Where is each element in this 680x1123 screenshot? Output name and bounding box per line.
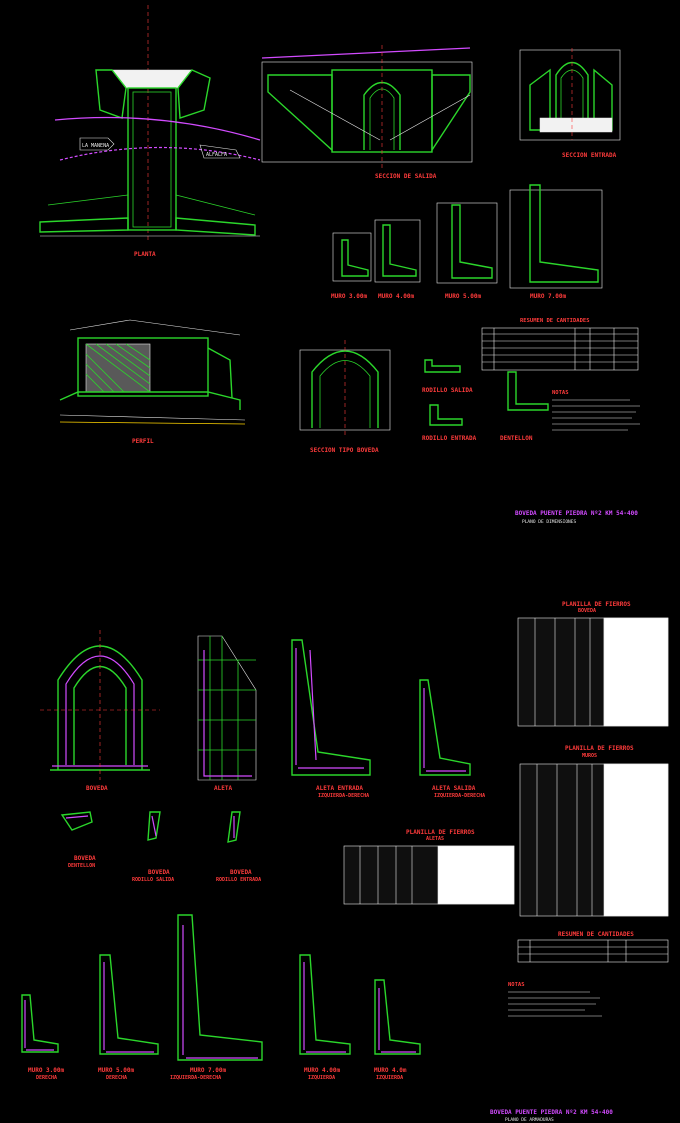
- sheet1-subtitle: PLANO DE DIMENSIONES: [522, 519, 576, 525]
- boveda-dentellon-sub: DENTELLON: [68, 863, 95, 869]
- planilla-boveda-sub: BOVEDA: [578, 608, 596, 614]
- boveda-details: [60, 811, 241, 843]
- aleta-salida-sub: IZQUIERDA-DERECHA: [434, 793, 485, 799]
- planilla-muros-table: [519, 763, 669, 917]
- boveda-rodillo-entrada-label: BOVEDA: [230, 869, 252, 876]
- perfil-view: [59, 319, 246, 425]
- alfalfa-label: ALFALFA: [206, 152, 227, 158]
- notas-label-2: NOTAS: [508, 982, 525, 988]
- seccion-entrada-view: [519, 48, 621, 141]
- muro-4b-arm-label: MURO 4.0m: [374, 1067, 407, 1074]
- muro-4-label: MURO 4.00m: [378, 293, 415, 300]
- boveda-label: BOVEDA: [86, 785, 108, 792]
- muro-4-arm-label: MURO 4.00m: [304, 1067, 341, 1074]
- aleta-armadura-view: [197, 635, 257, 781]
- aleta-salida-view: [419, 679, 471, 776]
- la-manena-label: LA MANENA: [82, 143, 109, 149]
- notas-label-1: NOTAS: [552, 390, 569, 396]
- notas-lines-1: [552, 399, 640, 431]
- muro-3-arm-sub: DERECHA: [36, 1075, 57, 1081]
- muro-5-label: MURO 5.00m: [445, 293, 482, 300]
- muro-3-label: MURO 3.00m: [331, 293, 368, 300]
- muro-7-arm-label: MURO 7.00m: [190, 1067, 227, 1074]
- resumen-label-2: RESUMEN DE CANTIDADES: [558, 931, 634, 938]
- sheet2-title: BOVEDA PUENTE PIEDRA Nº2 KM 54-400: [490, 1109, 613, 1116]
- planta-view: [39, 5, 261, 240]
- dentellon-label: DENTELLON: [500, 435, 533, 442]
- boveda-rodillo-entrada-sub: RODILLO ENTRADA: [216, 877, 261, 883]
- resumen-table-2: [517, 939, 669, 963]
- muro-4-arm-sub: IZQUIERDA: [308, 1075, 335, 1081]
- seccion-tipo-label: SECCION TIPO BOVEDA: [310, 447, 379, 454]
- rodillos-views: [424, 359, 549, 426]
- aleta-salida-label: ALETA SALIDA: [432, 785, 476, 792]
- resumen-label-1: RESUMEN DE CANTIDADES: [520, 318, 590, 324]
- seccion-salida-view: [261, 45, 473, 170]
- sheet2-subtitle: PLANO DE ARMADURAS: [505, 1117, 554, 1123]
- boveda-rodillo-salida-sub: RODILLO SALIDA: [132, 877, 174, 883]
- boveda-dentellon-label: BOVEDA: [74, 855, 96, 862]
- muro-7-label: MURO 7.00m: [530, 293, 567, 300]
- muro-4b-arm-sub: IZQUIERDA: [376, 1075, 403, 1081]
- boveda-armadura-view: [40, 630, 160, 780]
- notas-lines-2: [508, 991, 602, 1017]
- planilla-aletas-table: [343, 845, 515, 905]
- seccion-entrada-label: SECCION ENTRADA: [562, 152, 617, 159]
- perfil-label: PERFIL: [132, 438, 154, 445]
- aleta-entrada-sub: IZQUIERDA-DERECHA: [318, 793, 369, 799]
- muro-7-arm-sub: IZQUIERDA-DERECHA: [170, 1075, 221, 1081]
- muro-5-arm-label: MURO 5.00m: [98, 1067, 135, 1074]
- muro-5-arm-sub: DERECHA: [106, 1075, 127, 1081]
- aleta-entrada-label: ALETA ENTRADA: [316, 785, 363, 792]
- planilla-aletas-sub: ALETAS: [426, 836, 444, 842]
- planilla-muros-sub: MUROS: [582, 753, 597, 759]
- aleta-label: ALETA: [214, 785, 232, 792]
- muros-section-views: [332, 184, 603, 289]
- muro-3-arm-label: MURO 3.00m: [28, 1067, 65, 1074]
- planilla-muros-label: PLANILLA DE FIERROS: [565, 745, 634, 752]
- planilla-boveda-label: PLANILLA DE FIERROS: [562, 601, 631, 608]
- resumen-table-1: [481, 327, 639, 371]
- planilla-boveda-table: [517, 617, 669, 727]
- boveda-rodillo-salida-label: BOVEDA: [148, 869, 170, 876]
- seccion-salida-label: SECCION DE SALIDA: [375, 173, 437, 180]
- sheet1-title: BOVEDA PUENTE PIEDRA Nº2 KM 54-400: [515, 510, 638, 517]
- aleta-entrada-view: [291, 639, 371, 776]
- rodillo-entrada-label: RODILLO ENTRADA: [422, 435, 477, 442]
- muros-armadura-views: [21, 914, 421, 1061]
- planta-label: PLANTA: [134, 251, 156, 258]
- rodillo-salida-label: RODILLO SALIDA: [422, 387, 473, 394]
- seccion-tipo-view: [299, 340, 391, 435]
- planilla-aletas-label: PLANILLA DE FIERROS: [406, 829, 475, 836]
